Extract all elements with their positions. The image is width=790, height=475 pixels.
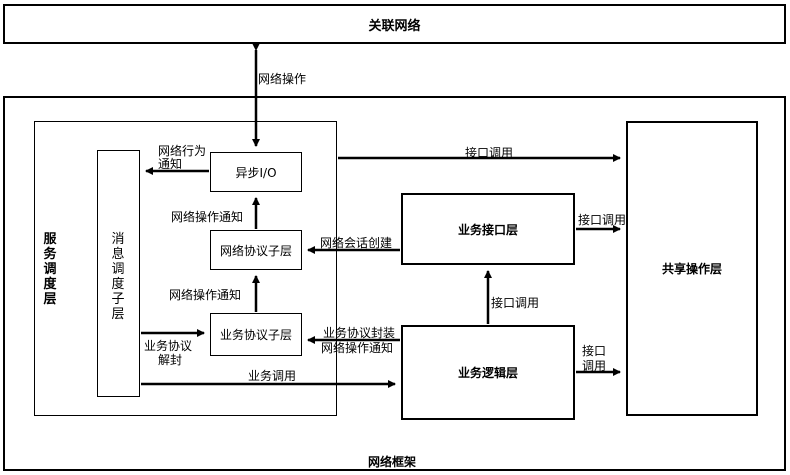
biz-interface-label: 业务接口层 xyxy=(457,222,518,237)
label-net-behavior-2: 通知 xyxy=(158,157,183,171)
network-box: 关联网络 xyxy=(3,4,786,44)
label-net-op-notify-3: 网络操作通知 xyxy=(321,341,394,355)
label-proto-pack: 业务协议封装 xyxy=(323,326,396,340)
shared-layer-box: 共享操作层 xyxy=(626,121,758,416)
biz-proto-label: 业务协议子层 xyxy=(219,328,292,342)
label-net-op-notify-1: 网络操作通知 xyxy=(171,210,244,224)
framework-label: 网络框架 xyxy=(368,455,417,469)
label-proto-unpack-2: 解封 xyxy=(158,353,183,367)
label-net-behavior-1: 网络行为 xyxy=(158,144,207,158)
message-sublayer-label: 消息调度子层 xyxy=(111,232,125,322)
net-proto-box: 网络协议子层 xyxy=(210,230,302,270)
label-iface-call-low-1: 接口 xyxy=(582,344,607,358)
biz-proto-box: 业务协议子层 xyxy=(210,313,302,356)
message-sublayer-box xyxy=(97,150,140,397)
biz-logic-label: 业务逻辑层 xyxy=(457,366,518,380)
label-iface-call-right: 接口调用 xyxy=(578,213,627,227)
label-net-op: 网络操作 xyxy=(258,72,307,86)
label-biz-call: 业务调用 xyxy=(248,369,297,383)
label-iface-call-top: 接口调用 xyxy=(465,146,514,160)
async-io-label: 异步I/O xyxy=(235,165,277,180)
label-net-op-notify-2: 网络操作通知 xyxy=(169,288,242,302)
shared-layer-label: 共享操作层 xyxy=(661,262,722,276)
network-label: 关联网络 xyxy=(368,18,421,34)
biz-interface-box: 业务接口层 xyxy=(401,193,575,265)
async-io-box: 异步I/O xyxy=(210,152,302,192)
service-layer-label: 服务调度层 xyxy=(43,232,57,307)
label-proto-unpack-1: 业务协议 xyxy=(144,339,193,353)
label-iface-call-low-2: 调用 xyxy=(582,359,607,373)
net-proto-label: 网络协议子层 xyxy=(219,243,292,258)
label-session-create: 网络会话创建 xyxy=(320,236,393,250)
label-iface-call-mid: 接口调用 xyxy=(491,296,540,310)
biz-logic-box: 业务逻辑层 xyxy=(401,325,575,420)
